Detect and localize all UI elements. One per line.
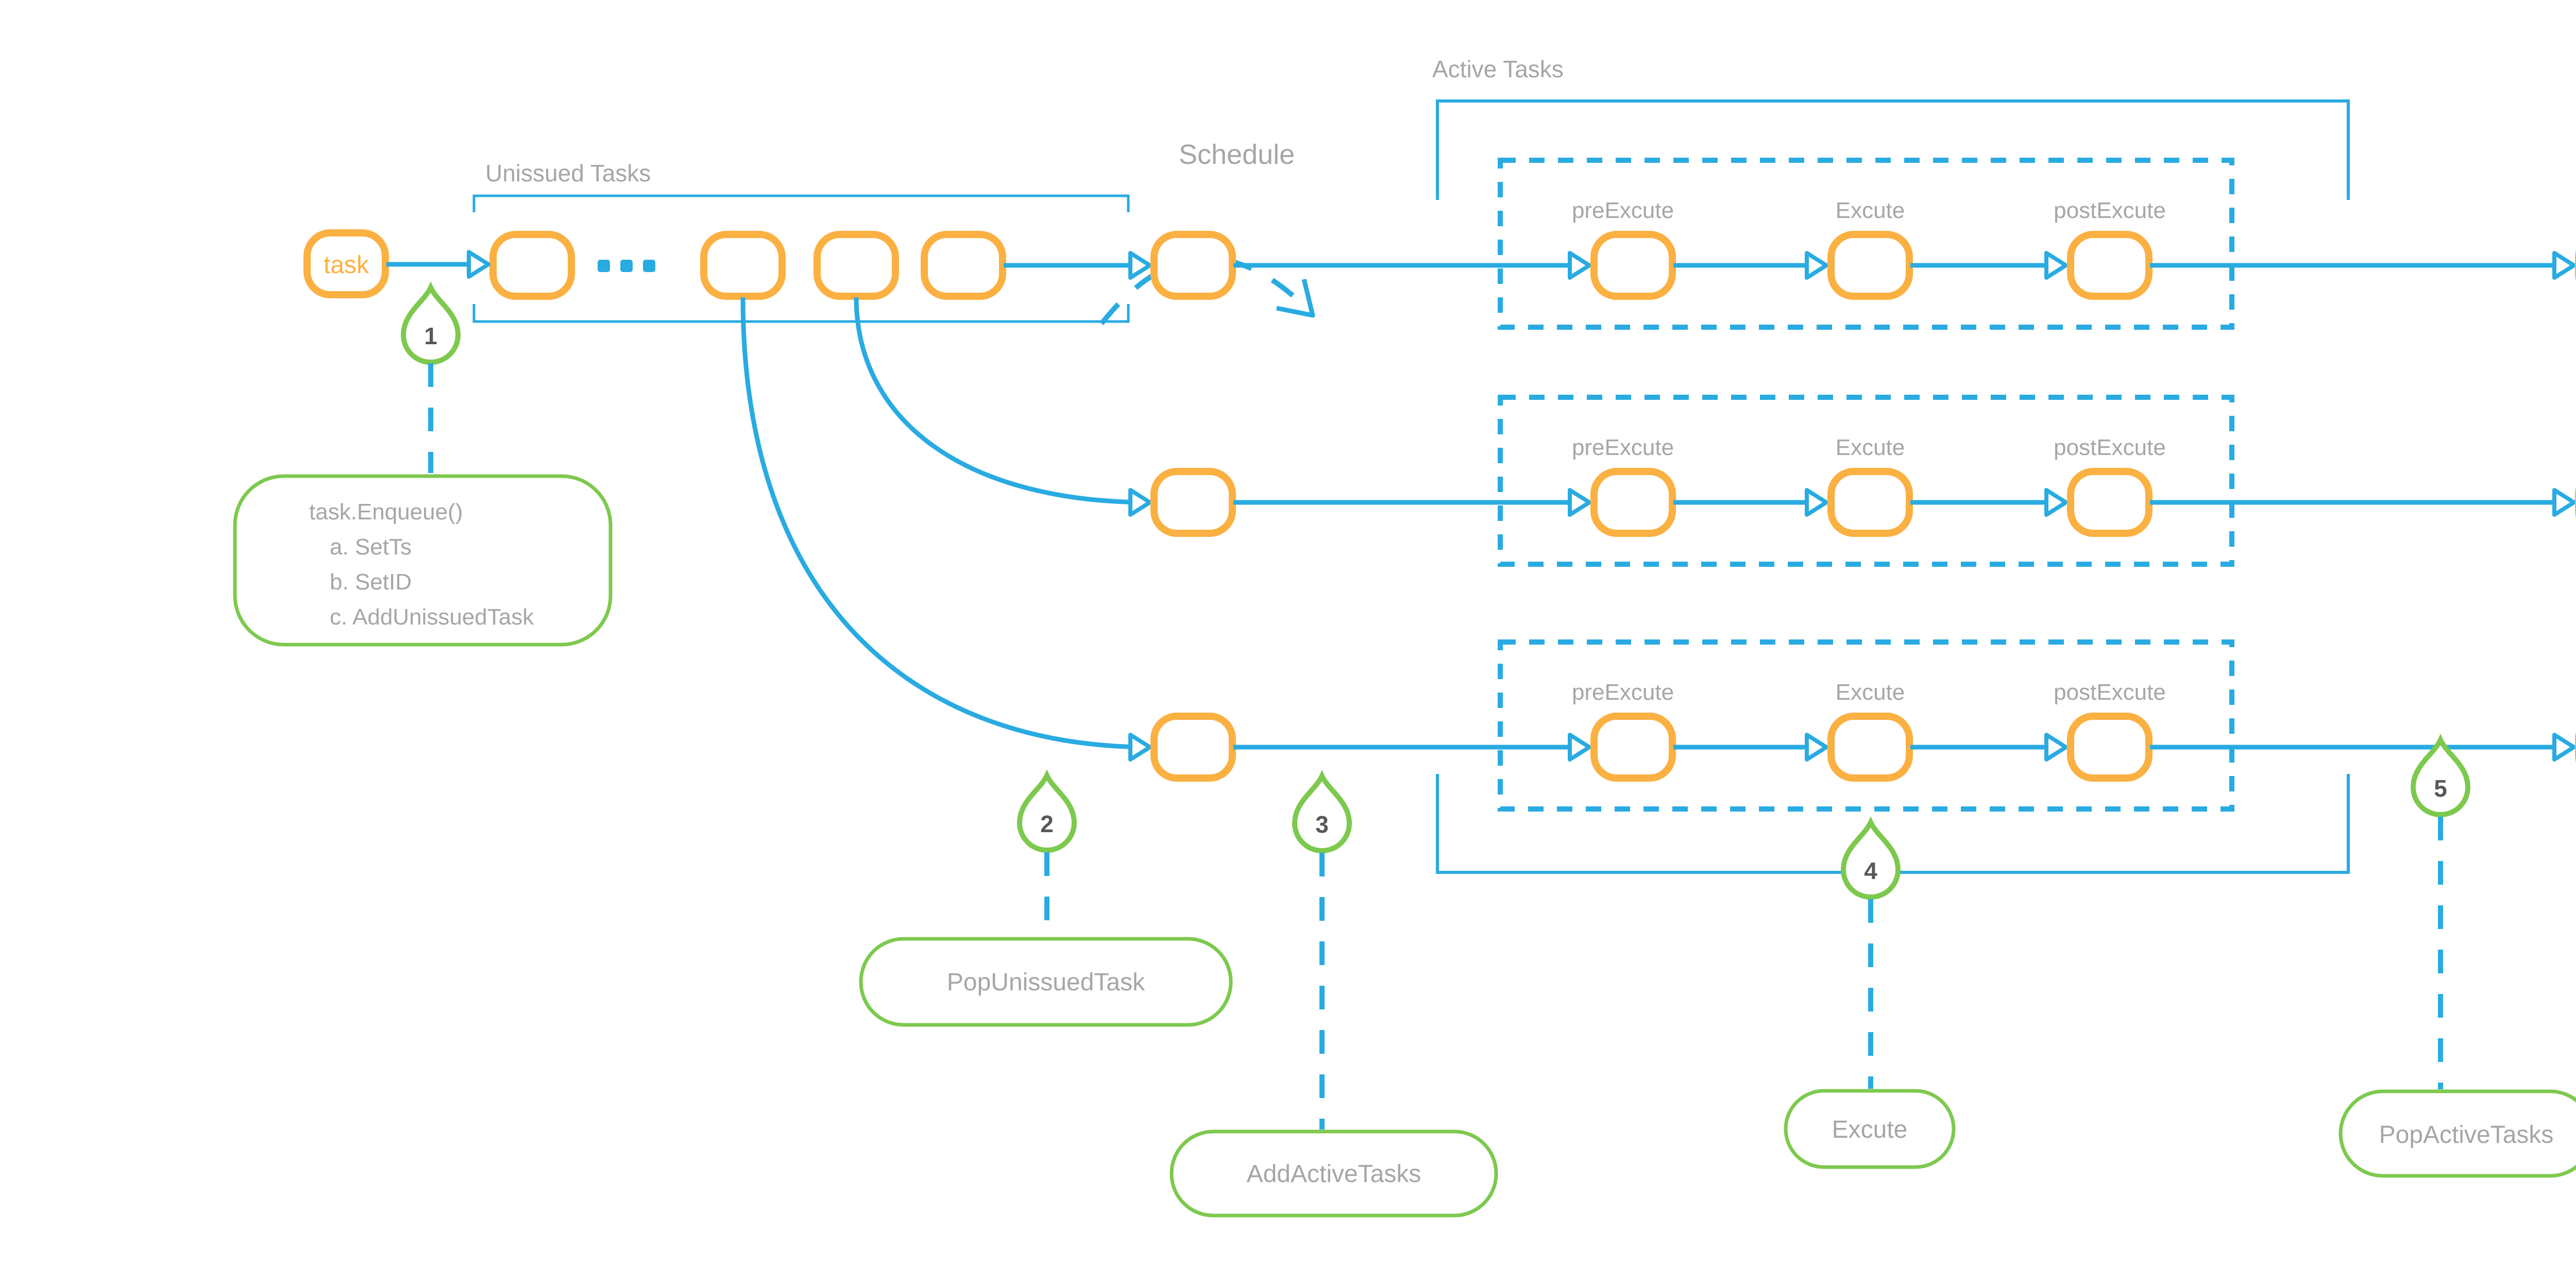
annotation-box-add-active xyxy=(1170,1129,1498,1218)
schedule-label: Schedule xyxy=(1179,139,1295,170)
stage-label-main: Excute xyxy=(1836,680,1905,705)
execute-node xyxy=(1827,231,1913,300)
pipeline-row-2: preExcute Excute postExcute xyxy=(1150,395,2576,567)
stage-label-post: postExcute xyxy=(2054,198,2166,223)
execute-node xyxy=(1827,713,1913,782)
post-execute-node xyxy=(2067,468,2153,537)
schedule-dashed-arc xyxy=(1099,256,1315,326)
marker-2: 2 PopUnissuedTask xyxy=(859,769,1233,1027)
queue-node xyxy=(700,231,786,300)
arrow-queue-to-row3 xyxy=(740,297,1152,762)
unissued-tasks-section: Unissued Tasks xyxy=(472,160,1130,323)
unissued-tasks-label: Unissued Tasks xyxy=(485,160,651,187)
annotation-line: a. SetTs xyxy=(330,534,412,560)
task-source: task xyxy=(303,229,490,298)
annotation-label: PopActiveTasks xyxy=(2379,1121,2554,1149)
task-node xyxy=(303,229,389,298)
post-execute-node xyxy=(2067,713,2153,782)
execute-node xyxy=(1827,468,1913,537)
scheduled-node xyxy=(1150,713,1236,782)
pin-drop-icon xyxy=(2410,734,2471,817)
pre-execute-node xyxy=(1590,468,1676,537)
marker-number: 2 xyxy=(1040,811,1054,837)
stage-label-pre: preExcute xyxy=(1572,198,1674,223)
active-tasks-label: Active Tasks xyxy=(1432,56,1564,82)
stage-label-pre: preExcute xyxy=(1572,435,1674,460)
active-top-bracket xyxy=(1436,99,2350,200)
marker-3: 3 AddActiveTasks xyxy=(1170,770,1498,1218)
marker-number: 1 xyxy=(424,323,437,349)
annotation-label: AddActiveTasks xyxy=(1247,1160,1421,1188)
scheduled-node xyxy=(1150,468,1236,537)
pipeline-row-3: preExcute Excute postExcute xyxy=(1150,639,2576,812)
annotation-label: PopUnissuedTask xyxy=(947,969,1145,996)
stage-label-pre: preExcute xyxy=(1572,680,1674,705)
queue-node xyxy=(921,231,1006,300)
pin-drop-icon xyxy=(1292,770,1352,853)
unissued-bottom-bracket xyxy=(472,304,1130,323)
pin-drop-icon xyxy=(1016,769,1077,853)
pin-drop-icon xyxy=(1840,816,1901,900)
annotation-box-pop-unissued xyxy=(859,937,1233,1027)
annotation-box-excute xyxy=(1784,1089,1956,1169)
execution-dashed-box xyxy=(1498,395,2234,567)
schedule-annotation: Schedule xyxy=(1099,139,1315,326)
pin-drop-icon xyxy=(400,281,461,365)
annotation-box-pop-active xyxy=(2338,1089,2576,1178)
arrow-queue-to-row2 xyxy=(854,297,1152,517)
post-execute-node xyxy=(2067,231,2153,300)
scheduled-node xyxy=(1150,231,1236,300)
marker-number: 3 xyxy=(1315,811,1329,838)
annotation-line: task.Enqueue() xyxy=(309,499,463,525)
task-node-label: task xyxy=(324,251,369,279)
schedule-arc-arrowhead-icon xyxy=(1276,278,1315,318)
unissued-top-bracket xyxy=(472,194,1130,212)
stage-label-post: postExcute xyxy=(2054,680,2166,705)
marker-1: 1 task.Enqueue() a. SetTs b. SetID c. Ad… xyxy=(233,281,613,647)
annotation-line: b. SetID xyxy=(330,569,412,595)
execution-dashed-box xyxy=(1498,158,2234,330)
ellipsis-dots xyxy=(598,260,655,272)
stage-label-main: Excute xyxy=(1836,435,1905,460)
queue-node xyxy=(814,231,899,300)
queue-node xyxy=(489,231,575,300)
marker-5: 5 PopActiveTasks xyxy=(2338,734,2576,1178)
pre-execute-node xyxy=(1590,713,1676,782)
annotation-label: Excute xyxy=(1832,1116,1908,1143)
marker-number: 5 xyxy=(2434,775,2447,802)
marker-number: 4 xyxy=(1864,857,1877,884)
marker-4: 4 Excute xyxy=(1784,816,1956,1169)
annotation-box-enqueue xyxy=(233,474,613,647)
stage-label-post: postExcute xyxy=(2054,435,2166,460)
stage-label-main: Excute xyxy=(1836,198,1905,223)
annotation-line: c. AddUnissuedTask xyxy=(330,604,534,630)
execution-dashed-box xyxy=(1498,639,2234,812)
pipeline-row-1: preExcute Excute postExcute xyxy=(1150,158,2576,330)
pre-execute-node xyxy=(1590,231,1676,300)
